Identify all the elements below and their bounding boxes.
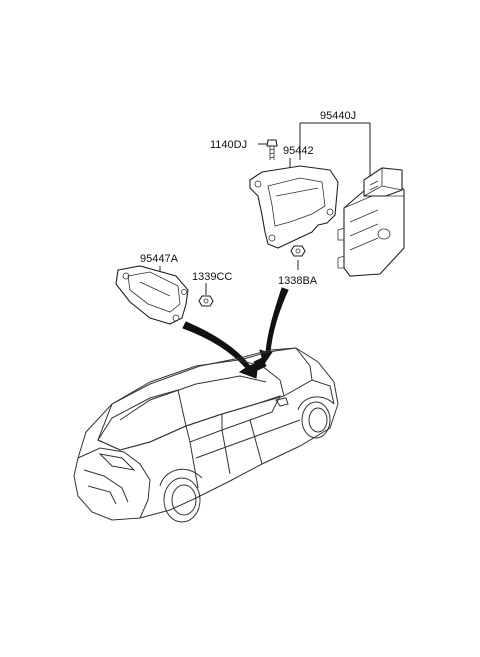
leader-95440J: [299, 122, 371, 178]
arrow-left: [182, 321, 259, 379]
location-arrows: [182, 287, 289, 379]
label-95442: 95442: [283, 145, 314, 157]
label-1140DJ: 1140DJ: [210, 139, 247, 151]
nut-1338BA: [290, 245, 306, 257]
label-1339CC: 1339CC: [192, 271, 232, 283]
label-95440J: 95440J: [320, 110, 356, 122]
label-95447A: 95447A: [140, 253, 179, 265]
nut-1339CC: [198, 295, 214, 307]
bolt-1140DJ: [266, 139, 278, 160]
bracket-95447A: [115, 265, 189, 325]
ecu-location-marker: [253, 357, 267, 371]
vehicle: [73, 347, 339, 523]
label-1338BA: 1338BA: [278, 275, 318, 287]
module-95440J: [337, 167, 405, 277]
arrow-right: [259, 287, 289, 366]
bracket-95442: [249, 165, 339, 249]
